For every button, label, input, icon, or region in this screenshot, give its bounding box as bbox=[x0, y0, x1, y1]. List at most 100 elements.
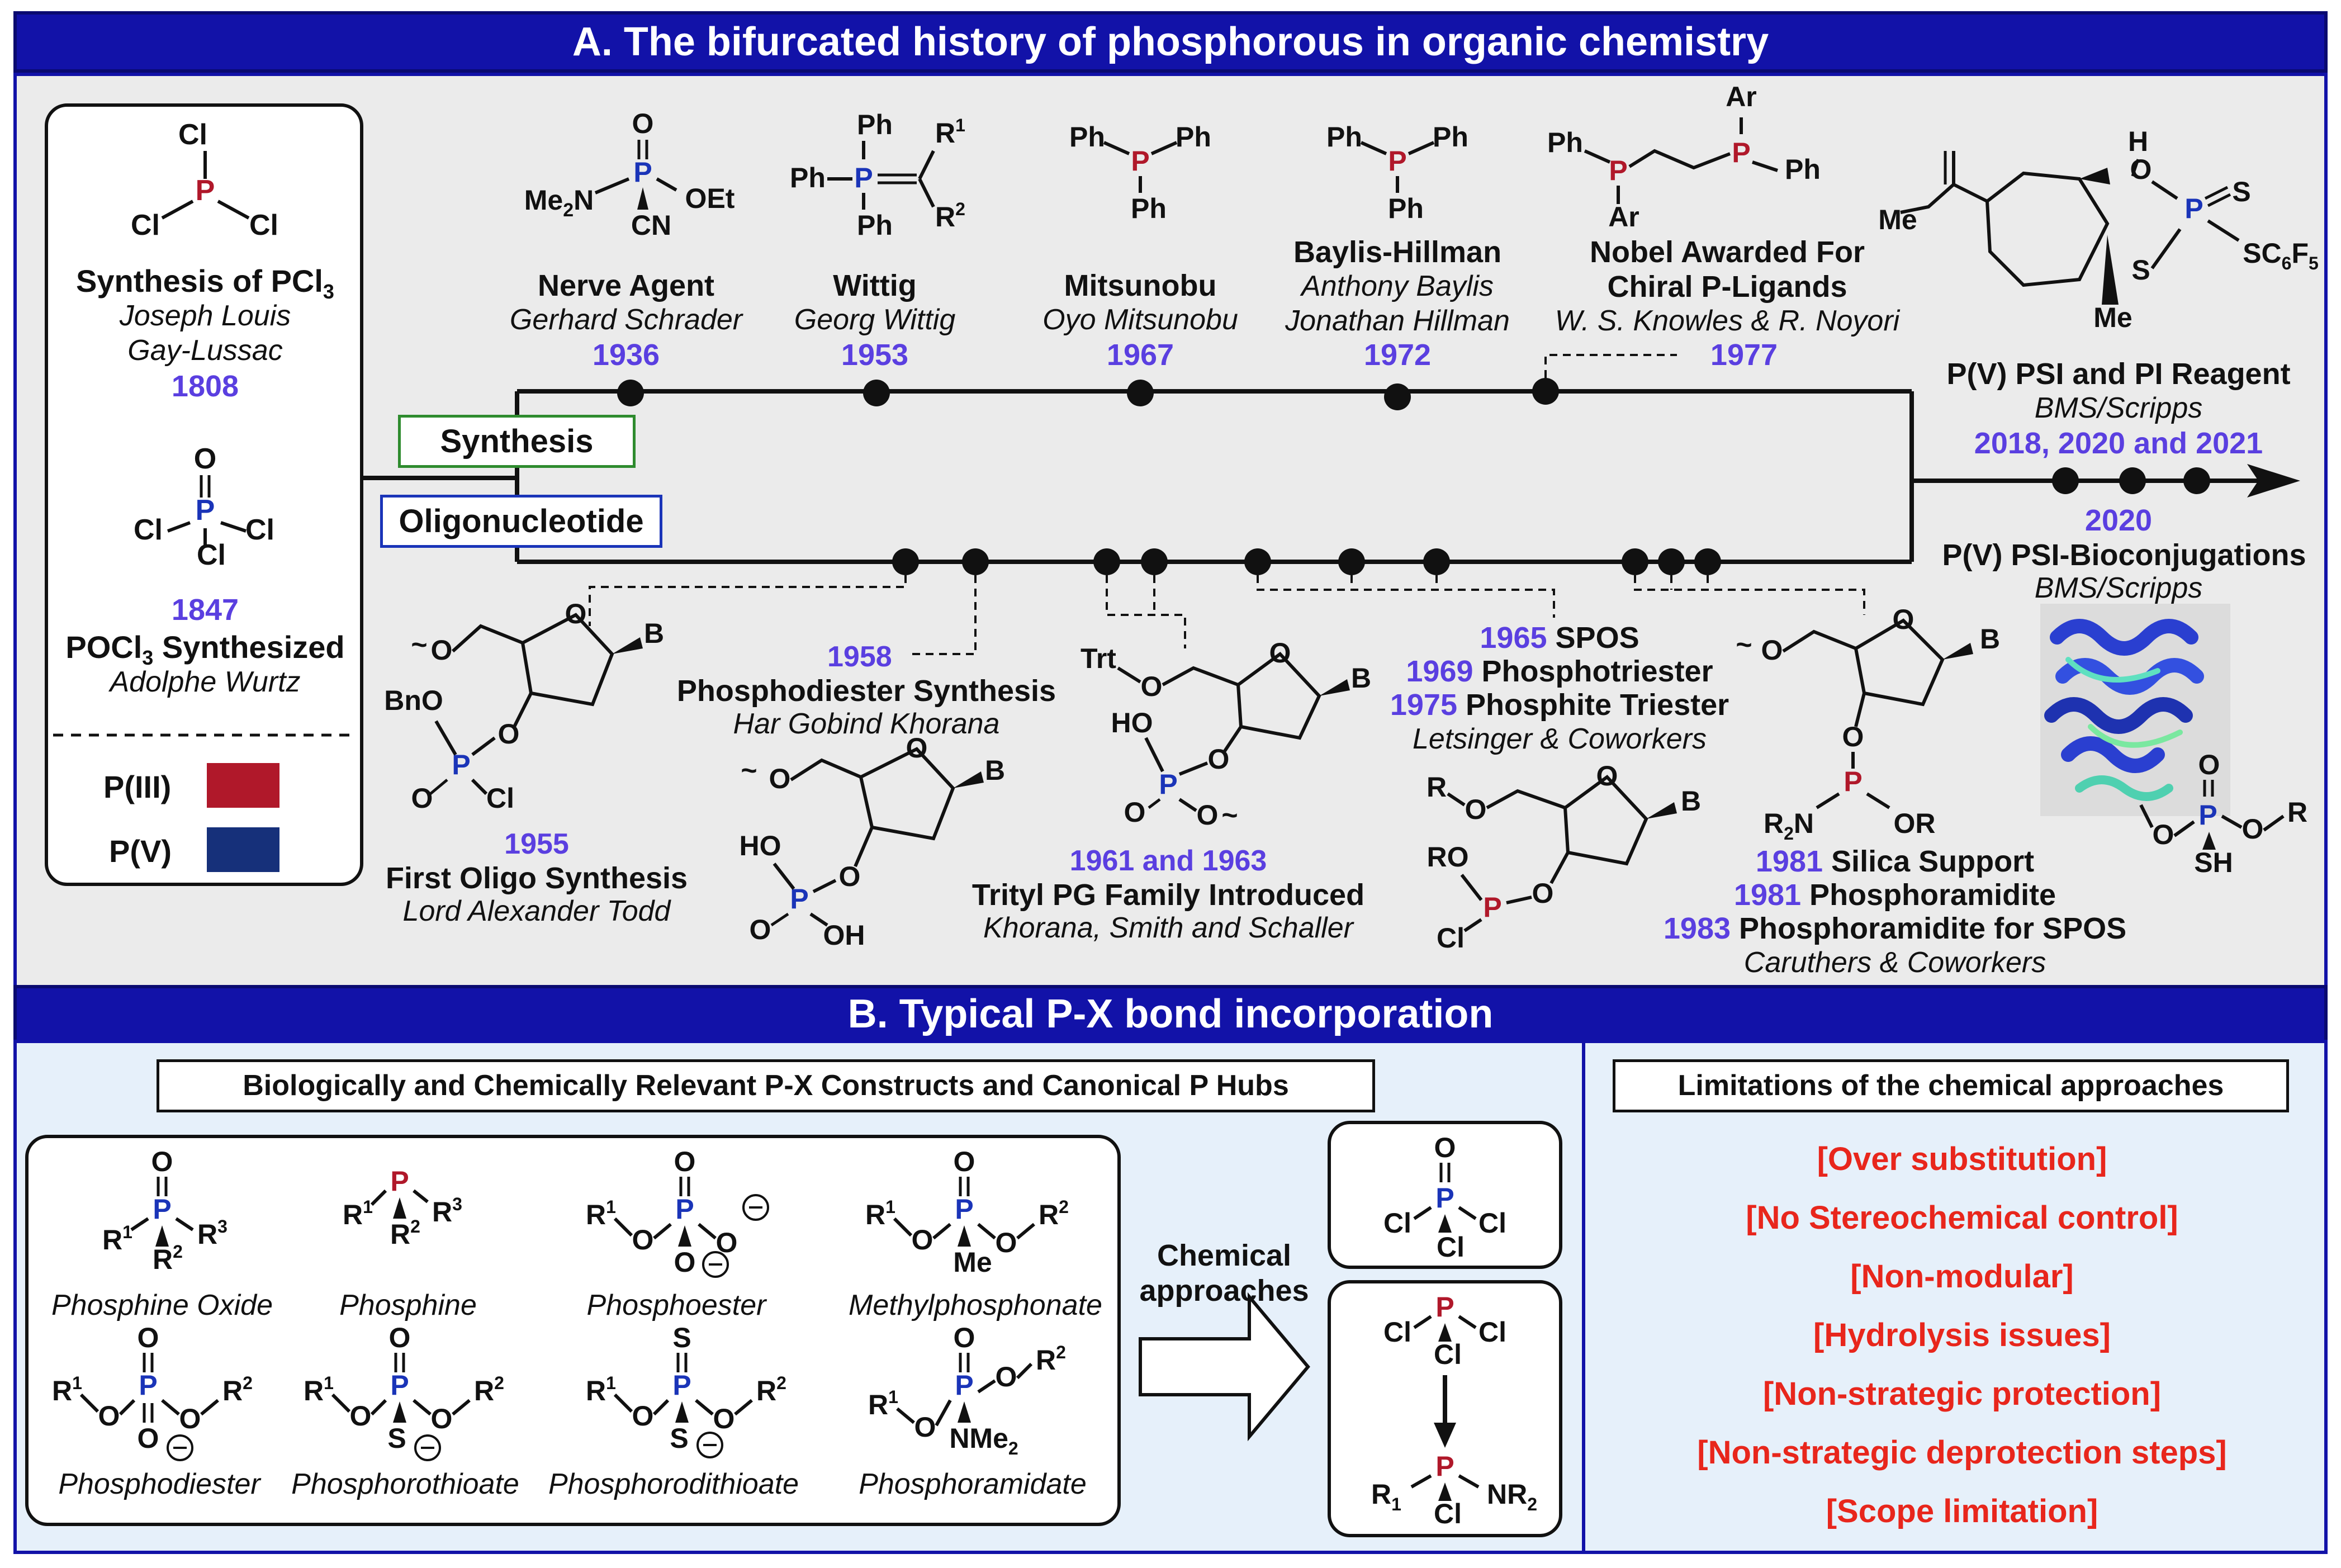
pocl3-person: Adolphe Wurtz bbox=[110, 666, 301, 698]
pocl3-year: 1847 bbox=[171, 593, 239, 627]
svg-text:O: O bbox=[906, 732, 928, 764]
svg-text:Cl: Cl bbox=[245, 514, 274, 546]
svg-text:P: P bbox=[390, 1166, 409, 1197]
svg-text:O: O bbox=[996, 1227, 1017, 1258]
panel-a-title: A. The bifurcated history of phosphorous… bbox=[13, 11, 2328, 73]
nerve-agent-structure: O P Me2N OEt CN bbox=[524, 108, 735, 241]
svg-text:Cl: Cl bbox=[1437, 922, 1465, 954]
svg-text:R1: R1 bbox=[586, 1373, 616, 1406]
svg-text:O: O bbox=[1434, 1132, 1456, 1163]
svg-text:O: O bbox=[1465, 794, 1487, 825]
phosphine-structure: P R1 R3 R2 bbox=[343, 1166, 462, 1250]
todd-year: 1955 bbox=[504, 828, 569, 860]
svg-text:O: O bbox=[632, 1224, 654, 1256]
dipamp-structure: Ph P Ar P Ar Ph bbox=[1547, 81, 1821, 233]
svg-text:O: O bbox=[914, 1411, 936, 1443]
svg-text:P: P bbox=[672, 1370, 691, 1401]
svg-text:O: O bbox=[632, 1400, 654, 1432]
svg-text:S: S bbox=[387, 1423, 406, 1454]
svg-text:P: P bbox=[633, 157, 652, 188]
legend-swatch-p5 bbox=[207, 827, 279, 872]
svg-text:P: P bbox=[1131, 145, 1149, 177]
reagent-box bbox=[45, 103, 363, 886]
svg-text:R1: R1 bbox=[102, 1222, 132, 1256]
svg-text:Cl: Cl bbox=[178, 119, 207, 151]
limitation-5: [Non-strategic protection] bbox=[1762, 1376, 2162, 1412]
svg-text:NMe2: NMe2 bbox=[949, 1423, 1018, 1458]
phosphoramidate-structure: O P R1 O O R2 NMe2 bbox=[868, 1322, 1066, 1458]
khorana-structure: ~ O O B O P HO O OH bbox=[740, 732, 1006, 951]
svg-text:Me: Me bbox=[2093, 302, 2132, 333]
svg-text:R1: R1 bbox=[1371, 1479, 1401, 1514]
khorana-person: Har Gobind Khorana bbox=[733, 708, 1000, 740]
svg-text:OH: OH bbox=[823, 920, 865, 951]
svg-text:O: O bbox=[411, 783, 433, 814]
event-baylis-hillman-title: Baylis-Hillman bbox=[1293, 235, 1502, 269]
wittig-structure: Ph Ph P R1 R2 Ph bbox=[790, 109, 965, 241]
svg-text:P: P bbox=[2184, 193, 2203, 224]
svg-text:Me: Me bbox=[953, 1247, 992, 1278]
svg-text:NR2: NR2 bbox=[1487, 1479, 1537, 1514]
limitation-2: [No Stereochemical control] bbox=[1746, 1200, 2178, 1236]
todd-title: First Oligo Synthesis bbox=[385, 861, 688, 895]
svg-text:Ph: Ph bbox=[1785, 154, 1821, 185]
svg-text:Ph: Ph bbox=[1176, 121, 1211, 153]
construct-label-phosphine-oxide: Phosphine Oxide bbox=[51, 1289, 273, 1321]
svg-text:P: P bbox=[675, 1193, 694, 1225]
event-mitsunobu-person: Oyo Mitsunobu bbox=[1042, 304, 1238, 336]
psi-title: P(V) PSI and PI Reagent bbox=[1946, 357, 2291, 391]
limitation-3: [Non-modular] bbox=[1850, 1258, 2074, 1295]
svg-text:Ph: Ph bbox=[1131, 193, 1167, 224]
caruthers-structure: ~ O O B O P R2N OR bbox=[1736, 604, 2000, 844]
svg-text:P: P bbox=[1435, 1291, 1454, 1323]
svg-text:OR: OR bbox=[1894, 808, 1936, 839]
svg-text:Ph: Ph bbox=[1388, 193, 1424, 224]
svg-text:B: B bbox=[985, 755, 1005, 786]
phosphorodithioate-structure: S P R1 O O R2 S bbox=[586, 1322, 786, 1458]
construct-label-phosphodiester: Phosphodiester bbox=[58, 1468, 260, 1500]
svg-text:S: S bbox=[672, 1322, 691, 1353]
svg-text:O: O bbox=[996, 1361, 1017, 1392]
synthesis-branch-label: Synthesis bbox=[398, 415, 636, 468]
svg-text:Me: Me bbox=[1878, 204, 1917, 235]
svg-text:Cl: Cl bbox=[249, 209, 278, 241]
svg-text:P: P bbox=[1483, 892, 1501, 923]
svg-text:Me2N: Me2N bbox=[524, 184, 594, 221]
svg-text:HO: HO bbox=[1111, 707, 1153, 738]
svg-text:R: R bbox=[2287, 797, 2307, 828]
svg-text:O: O bbox=[138, 1322, 159, 1353]
phosphine-oxide-structure: O P R1 R3 R2 bbox=[102, 1146, 228, 1275]
svg-text:O: O bbox=[138, 1423, 159, 1454]
svg-text:R1: R1 bbox=[865, 1197, 895, 1230]
svg-text:B: B bbox=[1980, 623, 2000, 655]
svg-text:Cl: Cl bbox=[134, 514, 163, 546]
trityl-structure: Trt O O B O P HO O O ~ bbox=[1081, 637, 1371, 831]
hub-pcl3-structure: P Cl Cl Cl P R1 NR2 Cl bbox=[1371, 1291, 1537, 1529]
svg-text:O: O bbox=[98, 1400, 120, 1432]
svg-text:P: P bbox=[196, 494, 215, 527]
svg-text:R2: R2 bbox=[474, 1373, 504, 1406]
pcl3-person-line2: Gay-Lussac bbox=[127, 334, 283, 367]
svg-text:O: O bbox=[1842, 721, 1864, 752]
event-mitsunobu-year: 1967 bbox=[1106, 338, 1174, 372]
svg-text:O: O bbox=[1893, 604, 1914, 635]
svg-text:R1: R1 bbox=[868, 1387, 898, 1420]
oligonucleotide-branch-label: Oligonucleotide bbox=[380, 495, 662, 548]
chemical-approaches-arrow bbox=[1139, 1292, 1310, 1442]
svg-text:R: R bbox=[1427, 771, 1447, 803]
limitation-4: [Hydrolysis issues] bbox=[1813, 1317, 2111, 1353]
event-nerve-agent-person: Gerhard Schrader bbox=[509, 304, 743, 336]
svg-text:R1: R1 bbox=[304, 1373, 334, 1406]
svg-text:P: P bbox=[390, 1370, 409, 1401]
svg-text:R2: R2 bbox=[756, 1373, 786, 1406]
svg-text:Ph: Ph bbox=[1069, 121, 1105, 153]
svg-text:O: O bbox=[2242, 813, 2264, 845]
baylis-hillman-structure: Ph P Ph Ph bbox=[1326, 121, 1468, 224]
bioconjugation-org: BMS/Scripps bbox=[2034, 572, 2203, 604]
phosphorothioate-structure: O P R1 O O R2 S bbox=[304, 1322, 504, 1461]
limitations-header: Limitations of the chemical approaches bbox=[1613, 1059, 2289, 1112]
svg-text:~: ~ bbox=[1221, 799, 1238, 831]
pocl3-structure: O P Cl Cl Cl bbox=[134, 443, 274, 571]
caruthers-line-2: 1981 Phosphoramidite bbox=[1733, 878, 2056, 912]
